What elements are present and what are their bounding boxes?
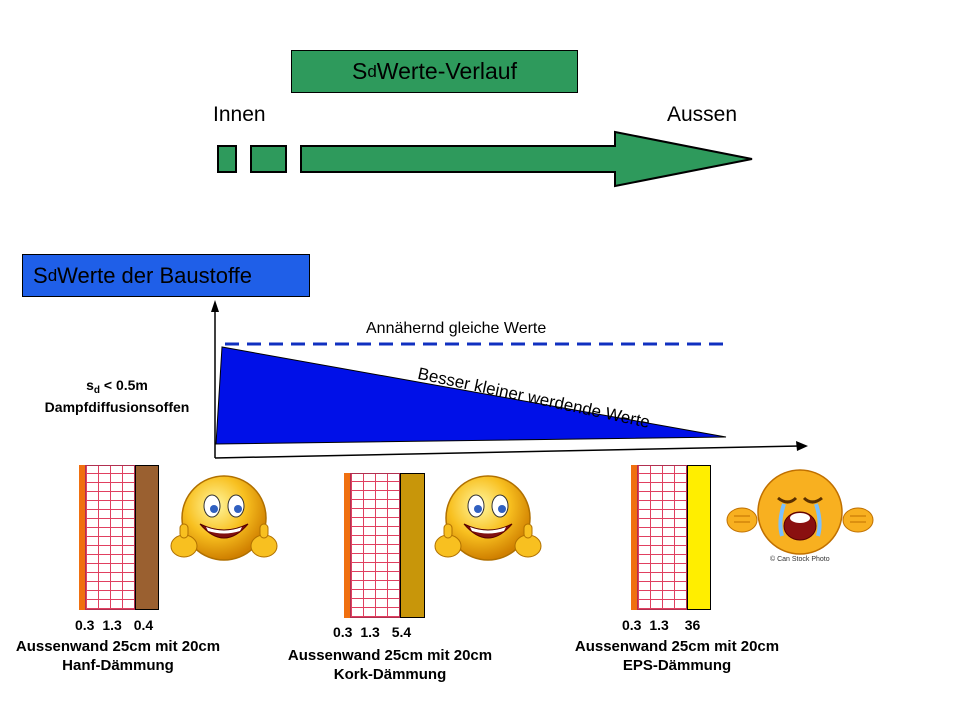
plaster-layer: [631, 465, 637, 610]
caption-line1: Aussenwand 25cm mit 20cm: [15, 638, 221, 655]
decreasing-wedge: [215, 346, 727, 445]
box-subscript: d: [47, 265, 58, 285]
caption-line2: Hanf-Dämmung: [62, 657, 174, 674]
plaster-layer: [344, 473, 350, 618]
y-axis-label: sd < 0.5m Dampfdiffusionsoffen: [22, 377, 212, 415]
caption-line2: EPS-Dämmung: [622, 657, 732, 674]
arrow-main: [300, 130, 753, 188]
value-insulation: 0.4: [133, 617, 154, 633]
y-label-subscript: d: [93, 385, 101, 396]
wall-caption: Aussenwand 25cm mit 20cm EPS-Dämmung: [547, 637, 807, 675]
value-plaster: 0.3: [75, 617, 95, 633]
value-insulation: 5.4: [391, 624, 412, 640]
dashed-line-label: Annähernd gleiche Werte: [366, 320, 547, 337]
insulation-layer: [400, 473, 425, 618]
title-s: S: [351, 58, 368, 84]
brick-layer: [637, 465, 687, 610]
y-label-s: s: [86, 377, 94, 393]
title-subscript: d: [367, 61, 377, 81]
x-axis: [214, 445, 801, 459]
value-brick: 1.3: [649, 617, 669, 633]
box-s: S: [33, 262, 48, 288]
wall-values: 0.3 1.3 5.4: [333, 624, 443, 640]
watermark-text: © Can Stock Photo: [770, 556, 830, 563]
happy-thumbs-up-icon: [434, 475, 542, 561]
insulation-layer: [687, 465, 711, 610]
arrow-segment-2: [250, 145, 287, 173]
box-rest: Werte der Baustoffe: [57, 262, 253, 288]
wall-values: 0.3 1.3 36: [622, 617, 732, 633]
brick-layer: [85, 465, 135, 610]
caption-line2: Kork-Dämmung: [333, 666, 447, 683]
crying-face-icon: [726, 469, 874, 555]
y-label-rest: < 0.5m: [100, 377, 148, 393]
value-insulation: 36: [684, 617, 701, 633]
happy-thumbs-up-icon: [170, 475, 278, 561]
value-brick: 1.3: [360, 624, 380, 640]
plaster-layer: [79, 465, 85, 610]
wall-values: 0.3 1.3 0.4: [75, 617, 175, 633]
aussen-label: Aussen: [667, 103, 738, 126]
wall-caption: Aussenwand 25cm mit 20cm Kork-Dämmung: [260, 646, 520, 684]
brick-layer: [350, 473, 400, 618]
y-label-line2: Dampfdiffusionsoffen: [44, 399, 190, 415]
insulation-layer: [135, 465, 159, 610]
value-plaster: 0.3: [622, 617, 642, 633]
caption-line1: Aussenwand 25cm mit 20cm: [287, 647, 493, 664]
arrow-segment-1: [217, 145, 237, 173]
caption-line1: Aussenwand 25cm mit 20cm: [574, 638, 780, 655]
wall-caption: Aussenwand 25cm mit 20cm Hanf-Dämmung: [0, 637, 248, 675]
x-axis-arrowhead: [796, 441, 808, 451]
value-plaster: 0.3: [333, 624, 353, 640]
title-rest: Werte-Verlauf: [376, 58, 517, 84]
y-axis-arrowhead: [211, 300, 219, 312]
value-brick: 1.3: [102, 617, 122, 633]
innen-label: Innen: [213, 103, 266, 126]
